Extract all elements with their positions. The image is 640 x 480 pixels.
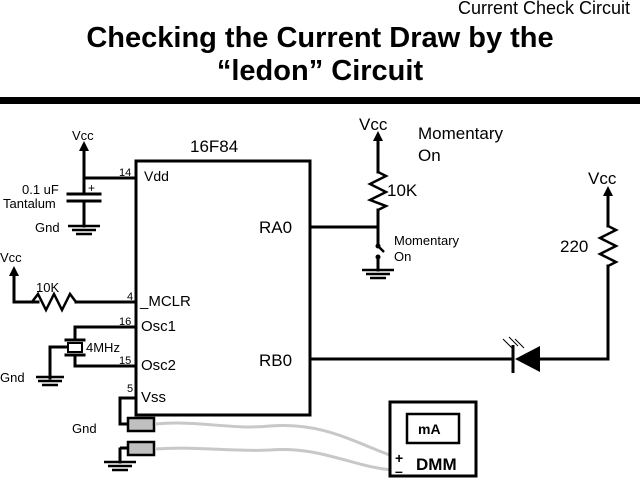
probe-lead-negative [154,446,393,472]
ground-icon [68,224,100,236]
mclr-resistor [30,291,78,313]
switch-note-line-2: On [418,146,441,165]
switch-label-line-1: Momentary [394,233,460,248]
led-resistor-value: 220 [560,237,588,256]
vcc-label: Vcc [0,250,22,265]
vss-wire [118,396,138,426]
led-icon [502,336,540,373]
crystal-frequency: 4MHz [86,340,120,355]
pic16f84-chip-body [134,159,312,417]
pin-number: 5 [127,383,133,395]
title-divider [0,97,640,104]
vcc-label: Vcc [588,169,617,188]
pin-label-vss: Vss [141,389,166,406]
gnd-label: Gnd [72,421,97,436]
title-line-2: “ledon” Circuit [216,55,424,87]
gnd-label: Gnd [0,370,25,385]
pin-number: 4 [127,291,133,303]
probe-clip-negative [120,440,156,457]
pin-label-osc2: Osc2 [141,357,176,374]
probe-clip-positive [120,416,156,433]
meter-label: DMM [416,455,457,474]
ground-icon [36,375,64,387]
switch-note-line-1: Momentary [418,124,504,143]
gnd-label: Gnd [35,220,60,235]
momentary-switch-icon [375,243,385,260]
slide-subtitle: Current Check Circuit [457,0,630,18]
pin-number: 15 [119,355,131,367]
meter-display-unit: mA [418,421,441,437]
title-line-1: Checking the Current Draw by the [86,22,554,54]
capacitor-value: 0.1 uF [22,182,59,197]
vcc-arrow-icon [79,141,89,151]
mclr-resistor-value: 10K [36,280,59,295]
vcc-arrow-icon [603,186,613,196]
meter-minus-terminal: – [395,463,403,479]
vcc-label: Vcc [359,115,388,134]
switch-label-line-2: On [394,249,411,264]
pin-number: 14 [119,167,131,179]
pin-label-vdd: Vdd [144,168,169,184]
crystal-gnd-wire [48,345,68,380]
mclr-vcc-wire [12,273,40,304]
pin-label-ra0: RA0 [259,218,292,237]
led-resistor [597,224,619,268]
vcc-arrow-icon [9,266,19,276]
pin-number: 16 [119,316,131,328]
ra0-pullup-resistor [366,170,390,212]
ra0-resistor-value: 10K [387,181,418,200]
capacitor-plus-sign: + [88,181,95,195]
meter-display [405,412,461,445]
chip-name: 16F84 [190,137,238,156]
vcc-label: Vcc [72,128,94,143]
osc1-wire [73,325,138,342]
pin-label-rb0: RB0 [259,351,292,370]
osc2-wire [73,353,138,368]
probe-lead-positive [154,421,393,458]
slide-title: Checking the Current Draw by the “ledon”… [0,22,640,88]
light-emission-icon [502,336,525,349]
meter-plus-terminal: + [395,450,403,466]
capacitor-type: Tantalum [3,196,56,211]
vcc-arrow-icon [373,131,383,141]
pin-label-mclr: _MCLR [139,293,191,310]
digital-multimeter [388,400,478,478]
ground-icon [104,460,136,472]
pin-label-osc1: Osc1 [141,318,176,335]
ground-icon [362,268,394,280]
crystal-body [67,342,83,353]
